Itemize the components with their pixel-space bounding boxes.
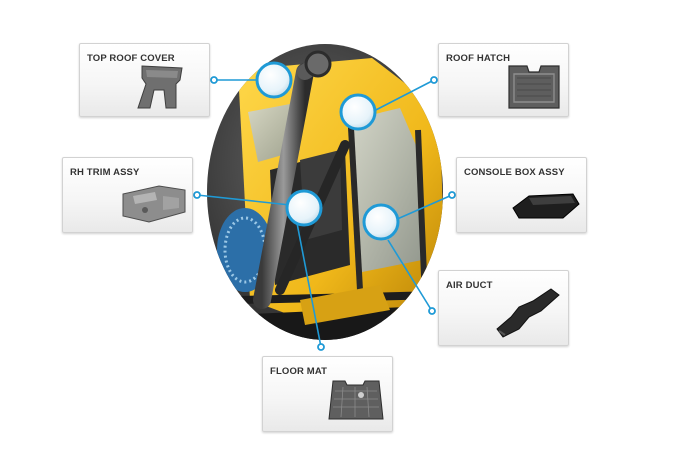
part-label: FLOOR MAT bbox=[270, 366, 328, 377]
part-label: CONSOLE BOX ASSY bbox=[464, 167, 565, 178]
air-duct-icon bbox=[496, 288, 560, 338]
trim-panel-icon bbox=[122, 185, 186, 223]
console-box-icon bbox=[512, 193, 580, 219]
part-card-console-box-assy[interactable]: CONSOLE BOX ASSY bbox=[456, 157, 587, 233]
roof-hatch-icon bbox=[508, 65, 560, 109]
part-card-air-duct[interactable]: AIR DUCT bbox=[438, 270, 569, 346]
roof-cover-icon bbox=[137, 65, 183, 109]
part-card-top-roof-cover[interactable]: TOP ROOF COVER bbox=[79, 43, 210, 117]
floor-mat-icon bbox=[328, 380, 384, 420]
part-card-floor-mat[interactable]: FLOOR MAT bbox=[262, 356, 393, 432]
part-label: TOP ROOF COVER bbox=[87, 53, 175, 64]
part-label: ROOF HATCH bbox=[446, 53, 511, 64]
part-card-rh-trim-assy[interactable]: RH TRIM ASSY bbox=[62, 157, 193, 233]
part-label: RH TRIM ASSY bbox=[70, 167, 140, 178]
part-card-roof-hatch[interactable]: ROOF HATCH bbox=[438, 43, 569, 117]
part-label: AIR DUCT bbox=[446, 280, 493, 291]
